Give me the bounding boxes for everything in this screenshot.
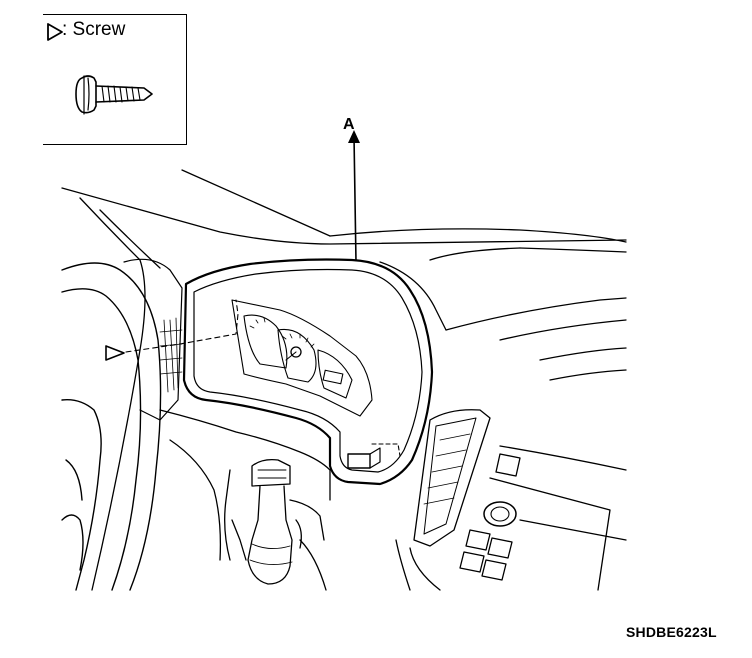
legend-triangle-icon <box>47 23 63 41</box>
callout-a-arrow <box>348 130 360 263</box>
center-console <box>395 347 627 591</box>
callout-label-a: A <box>343 116 355 133</box>
dashboard-outline <box>61 169 627 591</box>
legend-box <box>43 14 187 145</box>
steering-wheel <box>61 262 162 591</box>
figure-code: SHDBE6223L <box>626 624 717 640</box>
legend-label: : Screw <box>62 19 126 40</box>
screw-icon <box>75 75 153 115</box>
screw-location-triangle-icon <box>105 345 125 361</box>
steering-column <box>159 409 331 591</box>
screw-dashed-leader <box>125 299 239 353</box>
gauge-cluster <box>231 299 373 417</box>
left-air-vent <box>123 258 183 421</box>
cluster-hood <box>182 258 434 486</box>
lower-screw-tab <box>347 443 401 469</box>
